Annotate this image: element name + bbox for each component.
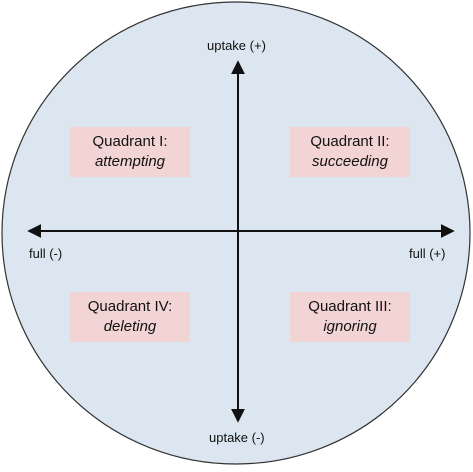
y-axis-top-label: uptake (+) xyxy=(207,38,266,53)
quadrant-3-box: Quadrant III: ignoring xyxy=(290,292,410,342)
quadrant-4-box: Quadrant IV: deleting xyxy=(70,292,190,342)
x-axis-left-label: full (-) xyxy=(29,246,63,261)
quadrant-2-title: Quadrant II: xyxy=(310,133,390,150)
x-axis-right-label: full (+) xyxy=(409,246,446,261)
quadrant-4-title: Quadrant IV: xyxy=(87,298,173,315)
quadrant-1-subtitle: attempting xyxy=(94,153,166,170)
quadrant-3-subtitle: ignoring xyxy=(323,318,377,335)
quadrant-1-box: Quadrant I: attempting xyxy=(70,127,190,177)
quadrant-3-title: Quadrant III: xyxy=(308,298,392,315)
y-axis-bottom-label: uptake (-) xyxy=(209,430,265,445)
background-circle xyxy=(1,1,471,465)
quadrant-2-box: Quadrant II: succeeding xyxy=(290,127,410,177)
quadrant-2-subtitle: succeeding xyxy=(312,153,388,170)
quadrant-1-title: Quadrant I: xyxy=(92,133,168,150)
quadrant-4-subtitle: deleting xyxy=(103,318,157,335)
